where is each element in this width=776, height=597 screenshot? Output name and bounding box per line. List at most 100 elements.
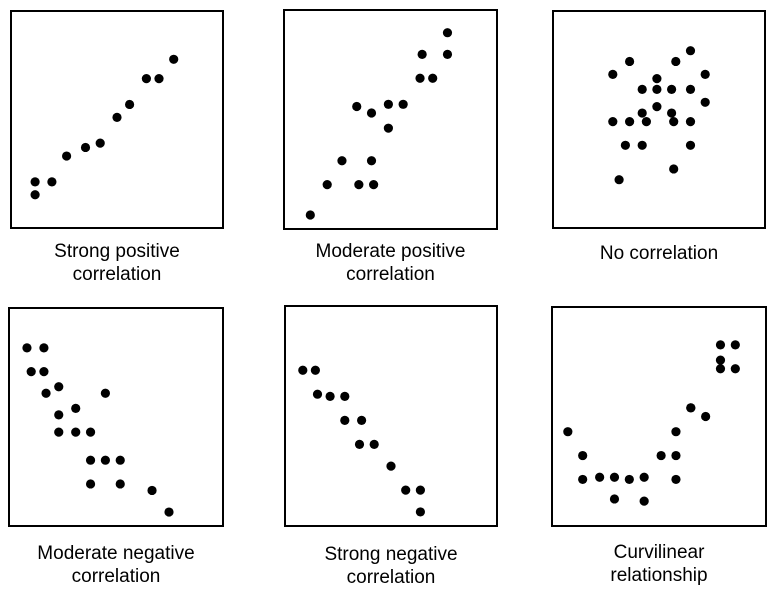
- scatter-point: [26, 367, 36, 377]
- scatter-point: [352, 101, 362, 112]
- scatter-point: [125, 99, 135, 110]
- scatter-point: [401, 485, 411, 495]
- scatter-point: [428, 73, 438, 83]
- scatter-plot: [10, 10, 224, 229]
- scatter-point: [30, 177, 40, 187]
- scatter-point: [85, 427, 96, 437]
- scatter-point: [578, 450, 588, 461]
- scatter-plot: [8, 307, 224, 527]
- scatter-plot: [551, 306, 767, 527]
- scatter-point: [85, 455, 96, 465]
- scatter-point: [701, 411, 711, 422]
- scatter-point: [563, 427, 573, 437]
- scatter-point: [641, 117, 651, 127]
- scatter-point: [383, 99, 393, 109]
- scatter-point: [667, 84, 677, 94]
- scatter-point: [100, 455, 110, 465]
- scatter-point: [685, 46, 696, 56]
- caption-line: correlation: [346, 567, 436, 588]
- scatter-point: [609, 494, 620, 504]
- scatter-point: [652, 84, 662, 94]
- scatter-point: [147, 485, 157, 496]
- scatter-point: [730, 364, 740, 374]
- scatter-point: [30, 190, 40, 200]
- caption-line: Strong negative: [324, 544, 458, 565]
- scatter-point: [685, 84, 696, 94]
- scatter-point: [608, 117, 618, 127]
- caption-line: Curvilinear: [613, 542, 705, 563]
- scatter-point: [624, 474, 634, 485]
- scatter-point: [715, 340, 726, 350]
- scatter-point: [625, 56, 635, 67]
- scatter-point: [305, 210, 315, 220]
- scatter-point: [54, 410, 64, 420]
- caption-line: relationship: [610, 565, 708, 586]
- scatter-plot: [283, 9, 498, 230]
- scatter-point: [322, 180, 332, 190]
- scatter-point: [578, 474, 588, 485]
- scatter-point: [22, 343, 32, 353]
- scatter-point: [671, 474, 681, 485]
- scatter-point: [369, 180, 379, 190]
- scatter-svg: [30, 54, 179, 200]
- chart-caption: Curvilinear relationship: [551, 541, 767, 587]
- scatter-point: [442, 28, 453, 38]
- scatter-point: [671, 427, 681, 437]
- scatter-point: [85, 479, 96, 489]
- scatter-point: [357, 415, 367, 425]
- scatter-point: [312, 389, 323, 399]
- caption-line: Moderate negative: [37, 543, 195, 564]
- scatter-point: [686, 403, 696, 413]
- scatter-svg: [608, 46, 710, 185]
- caption-line: correlation: [346, 264, 435, 285]
- scatter-point: [141, 74, 151, 84]
- scatter-point: [700, 69, 710, 79]
- chart-caption: Moderate positive correlation: [283, 240, 498, 286]
- scatter-point: [652, 102, 662, 112]
- scatter-point: [685, 140, 696, 150]
- scatter-plot: [552, 10, 766, 229]
- scatter-point: [71, 427, 81, 437]
- chart-caption: Strong positive correlation: [10, 240, 224, 286]
- scatter-point: [398, 99, 408, 109]
- scatter-svg: [563, 340, 740, 506]
- scatter-point: [637, 108, 647, 118]
- scatter-point: [671, 450, 681, 461]
- scatter-point: [154, 74, 164, 84]
- scatter-point: [115, 455, 125, 465]
- scatter-point: [369, 439, 379, 449]
- scatter-point: [54, 427, 64, 437]
- scatter-point: [169, 54, 179, 64]
- scatter-point: [354, 439, 365, 449]
- scatter-point: [71, 403, 81, 413]
- scatter-point: [614, 175, 624, 185]
- scatter-point: [595, 472, 605, 482]
- scatter-point: [310, 365, 320, 375]
- caption-line: No correlation: [599, 243, 719, 264]
- caption-line: Moderate positive: [315, 241, 466, 262]
- scatter-point: [656, 450, 666, 461]
- scatter-point: [337, 156, 347, 166]
- scatter-point: [415, 485, 425, 495]
- scatter-point: [325, 391, 335, 401]
- scatter-point: [41, 388, 51, 398]
- scatter-point: [115, 479, 125, 489]
- scatter-point: [667, 108, 677, 118]
- scatter-point: [386, 461, 396, 471]
- scatter-point: [609, 472, 620, 482]
- scatter-point: [700, 97, 710, 107]
- scatter-point: [415, 507, 425, 517]
- scatter-point: [625, 117, 635, 127]
- scatter-point: [340, 415, 350, 425]
- scatter-point: [652, 74, 662, 84]
- scatter-point: [417, 49, 427, 60]
- scatter-point: [340, 391, 350, 401]
- scatter-point: [112, 112, 122, 122]
- caption-line: Strong positive: [54, 241, 180, 262]
- scatter-point: [164, 507, 174, 517]
- scatter-point: [671, 56, 681, 67]
- scatter-point: [685, 117, 696, 127]
- scatter-point: [39, 343, 49, 353]
- scatter-point: [715, 364, 726, 374]
- chart-caption: Strong negative correlation: [284, 543, 498, 589]
